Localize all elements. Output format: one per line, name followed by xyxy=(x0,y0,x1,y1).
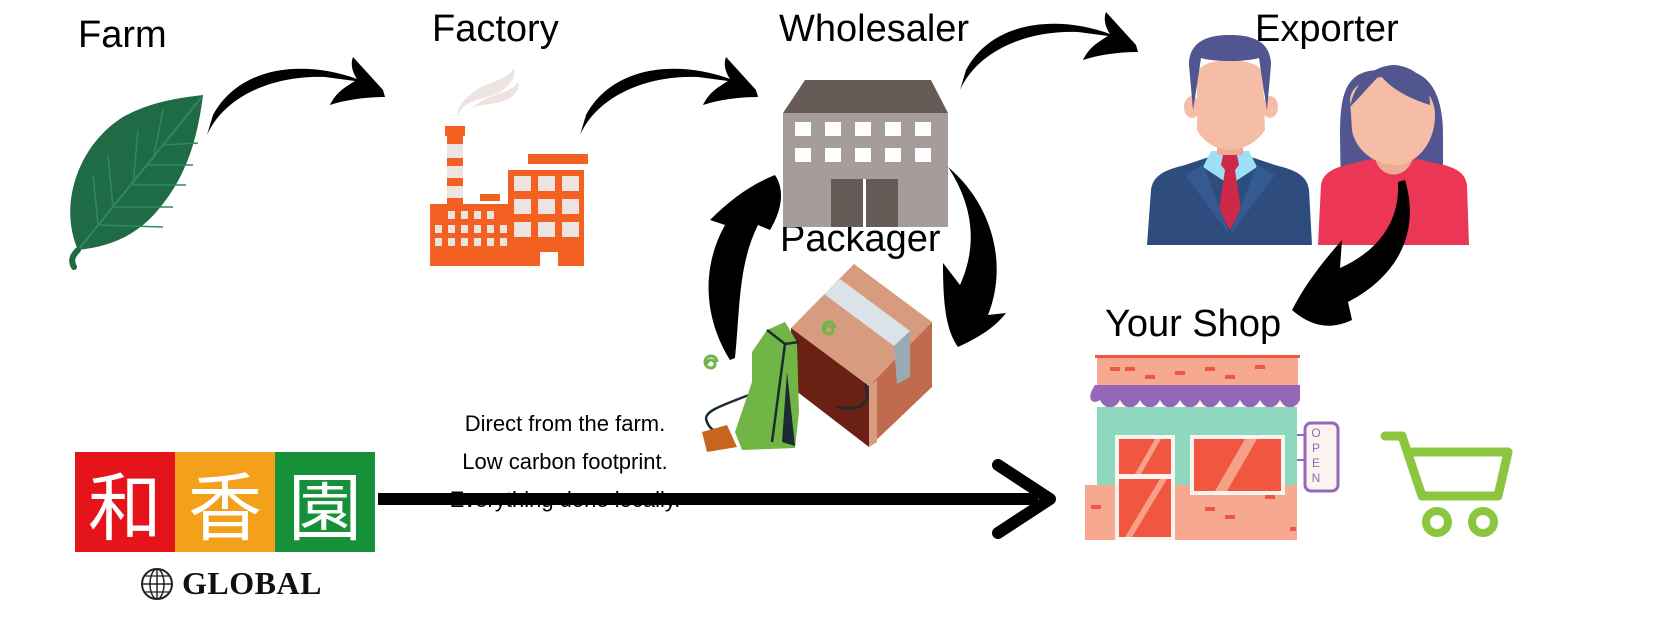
warehouse-icon xyxy=(783,80,948,227)
arrow-wholesaler-to-packager xyxy=(943,167,1006,347)
package-box-icon xyxy=(702,264,932,452)
arrow-packager-to-wholesaler xyxy=(708,175,782,360)
business-people-icon xyxy=(1147,35,1469,245)
arrow-farm-to-factory xyxy=(207,57,385,135)
tagline-line-1: Direct from the farm. xyxy=(464,411,666,436)
brand-logo[interactable]: 和 香 園 xyxy=(75,452,375,552)
exporter-label: Exporter xyxy=(1255,8,1399,50)
farm-label: Farm xyxy=(78,14,167,56)
wholesaler-label: Wholesaler xyxy=(779,8,970,50)
factory-label: Factory xyxy=(432,8,559,50)
leaf-icon xyxy=(69,95,203,270)
shopping-cart-icon[interactable] xyxy=(1380,430,1515,540)
open-sign-text: OPEN xyxy=(1311,426,1321,485)
arrow-factory-to-wholesaler xyxy=(580,57,758,135)
arrow-wholesaler-to-exporter xyxy=(960,12,1138,90)
brand-char-3: 園 xyxy=(275,452,375,552)
brand-char-1: 和 xyxy=(75,452,175,552)
arrow-exporter-to-shop xyxy=(1292,180,1410,326)
storefront-icon xyxy=(1085,355,1340,540)
tagline-line-2: Low carbon footprint. xyxy=(462,449,668,474)
brand-subtitle: GLOBAL xyxy=(140,565,322,602)
globe-icon xyxy=(141,567,173,600)
factory-icon xyxy=(430,68,588,266)
direct-route-tagline: Direct from the farm. Low carbon footpri… xyxy=(395,405,735,519)
brand-char-2: 香 xyxy=(175,452,275,552)
tagline-line-3: Everything done locally. xyxy=(449,487,681,512)
brand-subtitle-text: GLOBAL xyxy=(182,565,322,601)
shop-label: Your Shop xyxy=(1105,303,1282,345)
arrow-brand-to-shop xyxy=(378,459,1056,539)
